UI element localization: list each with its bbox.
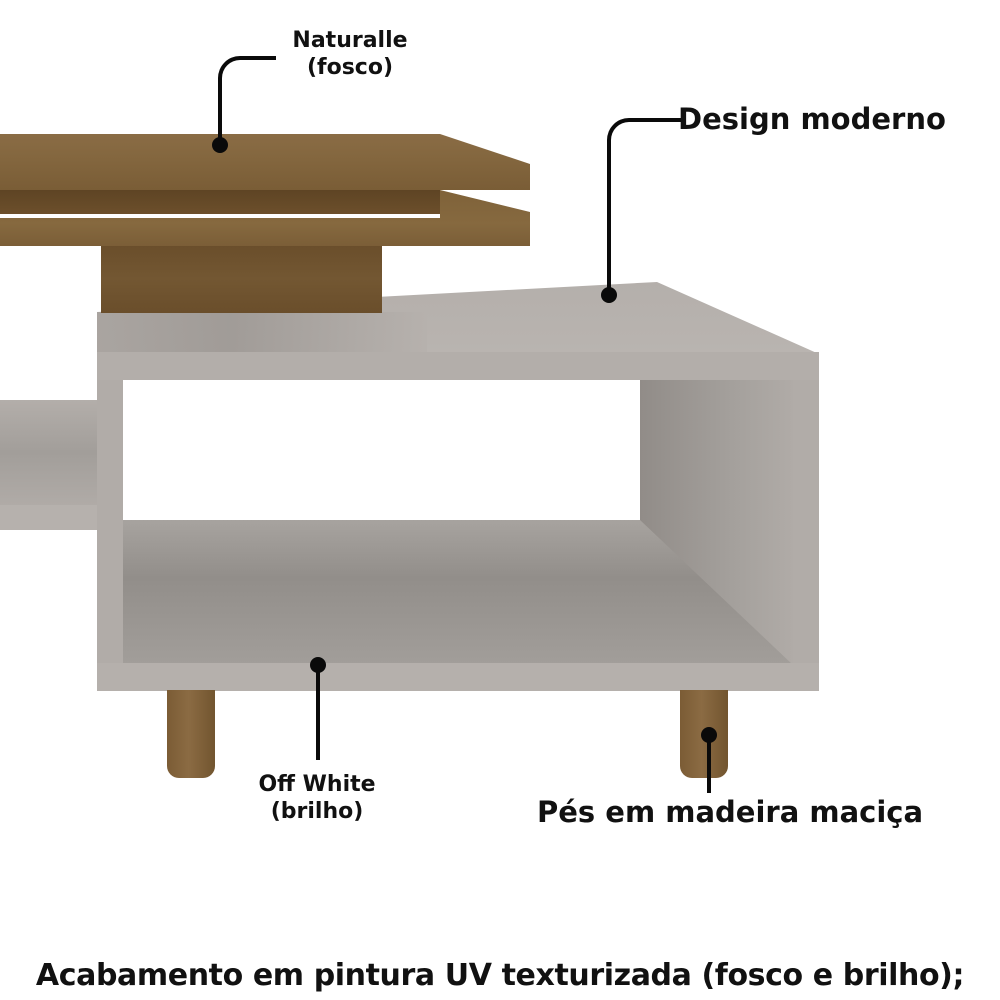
label-naturalle-subtitle: (fosco): [306, 54, 394, 80]
callout-line-naturalle: [218, 56, 276, 146]
footer-caption: Acabamento em pintura UV texturizada (fo…: [35, 958, 965, 993]
cabinet-bottom-rail: [97, 663, 819, 691]
wooden-leg-left: [167, 690, 215, 778]
label-offwhite-subtitle: (brilho): [270, 798, 364, 824]
label-pes-madeira: Pés em madeira maciça: [537, 795, 924, 829]
label-naturalle: Naturalle (fosco): [280, 28, 420, 82]
top-surface-shadow: [97, 312, 427, 354]
label-naturalle-title: Naturalle: [292, 28, 408, 53]
callout-line-offwhite: [316, 665, 320, 760]
label-design-moderno: Design moderno: [678, 102, 946, 136]
cabinet-right-post: [793, 380, 819, 690]
callout-line-design: [607, 118, 683, 292]
cabinet-opening: [123, 380, 640, 520]
side-shelf: [0, 400, 98, 505]
side-shelf-edge: [0, 505, 98, 530]
wood-support-block: [101, 245, 382, 313]
label-offwhite-title: Off White: [258, 772, 376, 797]
callout-dot-naturalle: [212, 137, 228, 153]
callout-line-feet: [707, 735, 711, 793]
cabinet-left-post: [97, 380, 123, 690]
offwhite-front-top: [97, 352, 819, 382]
callout-dot-design: [601, 287, 617, 303]
label-off-white: Off White (brilho): [232, 772, 402, 826]
wood-gap-shadow: [0, 190, 440, 214]
